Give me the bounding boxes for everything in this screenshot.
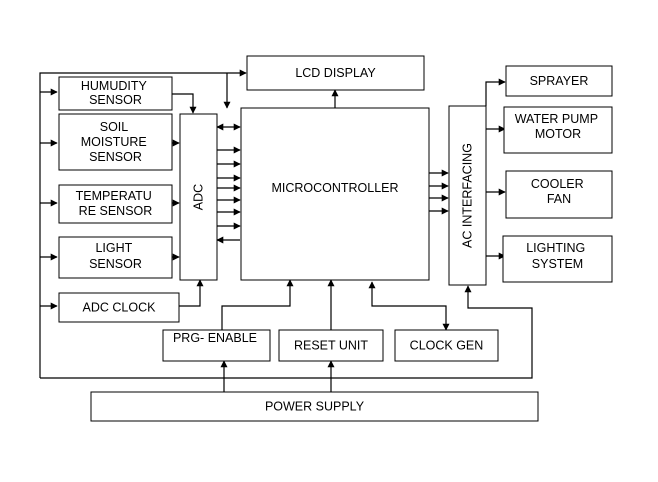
adc-block: ADC — [179, 113, 218, 281]
cooler-fan-block: COOLER FAN — [505, 170, 613, 219]
lcd-display-label: LCD DISPLAY — [295, 66, 376, 80]
ac-interfacing-block: AC INTERFACING — [448, 105, 487, 286]
water-pump-label-line1: WATER PUMP — [515, 112, 598, 126]
clock-gen-block: CLOCK GEN — [394, 329, 499, 362]
adc-clock-label: ADC CLOCK — [83, 301, 157, 315]
power-rail-left — [39, 69, 247, 378]
soil-moisture-label-line3: SENSOR — [89, 150, 142, 164]
humidity-to-adc — [172, 93, 197, 114]
power-rail-bottom — [40, 285, 533, 379]
power-supply-block: POWER SUPPLY — [90, 391, 539, 422]
sprayer-block: SPRAYER — [505, 65, 613, 97]
humidity-sensor-block: HUMUDITY SENSOR — [58, 76, 173, 111]
light-sensor-label-line1: LIGHT — [95, 241, 132, 255]
ac-interfacing-label: AC INTERFACING — [461, 143, 475, 248]
lcd-display-block: LCD DISPLAY — [246, 55, 425, 91]
humidity-sensor-label-line2: SENSOR — [89, 93, 142, 107]
prg-to-mcu — [221, 279, 294, 331]
water-pump-motor-block: WATER PUMP MOTOR — [503, 106, 613, 154]
soil-moisture-label-line1: SOIL — [100, 120, 129, 134]
svg-text:SOIL MOISTURE SENS: SOIL MOISTURE SENSOR — [81, 120, 150, 164]
adc-label: ADC — [192, 184, 206, 210]
soil-moisture-label-line2: MOISTURE — [81, 135, 147, 149]
temperature-sensor-block: TEMPERATU RE SENSOR — [58, 184, 173, 224]
clock-gen-label: CLOCK GEN — [410, 339, 484, 353]
reset-unit-block: RESET UNIT — [278, 329, 384, 362]
temperature-label-line2: RE SENSOR — [79, 204, 153, 218]
cooler-fan-label-line2: FAN — [547, 192, 571, 206]
svg-text:WATER PUMP MOTOR: WATER PUMP MOTOR — [515, 112, 602, 141]
cooler-fan-label-line1: COOLER — [531, 177, 584, 191]
svg-text:HUMUDITY SENSOR: HUMUDITY SENSOR — [81, 79, 150, 107]
humidity-sensor-label-line1: HUMUDITY — [81, 79, 148, 93]
adc-clock-to-adc — [179, 279, 204, 307]
ac-to-sprayer — [485, 78, 506, 106]
temperature-label-line1: TEMPERATU — [76, 189, 152, 203]
mcu-clock-gen-link — [368, 281, 450, 331]
svg-text:LIGHT SENSOR: LIGHT SENSOR — [89, 241, 142, 271]
svg-text:COOLER FAN: COOLER FAN — [531, 177, 587, 206]
reset-unit-label: RESET UNIT — [294, 339, 368, 353]
microcontroller-label: MICROCONTROLLER — [271, 181, 398, 195]
adc-clock-block: ADC CLOCK — [58, 292, 180, 323]
prg-enable-label: PRG- ENABLE — [173, 331, 257, 345]
lighting-system-block: LIGHTING SYSTEM — [502, 235, 613, 283]
power-supply-label: POWER SUPPLY — [265, 400, 365, 414]
svg-text:LIGHTING SYSTEM: LIGHTING SYSTEM — [526, 241, 589, 271]
soil-moisture-sensor-block: SOIL MOISTURE SENSOR — [58, 113, 173, 171]
microcontroller-block: MICROCONTROLLER — [240, 107, 430, 281]
prg-enable-block: PRG- ENABLE — [162, 329, 271, 362]
water-pump-label-line2: MOTOR — [535, 127, 581, 141]
lighting-system-label-line1: LIGHTING — [526, 241, 585, 255]
connections — [39, 69, 533, 392]
lighting-system-label-line2: SYSTEM — [532, 257, 583, 271]
svg-text:TEMPERATU RE SENSOR: TEMPERATU RE SENSOR — [76, 189, 156, 218]
sprayer-label: SPRAYER — [530, 74, 589, 88]
light-sensor-label-line2: SENSOR — [89, 257, 142, 271]
light-sensor-block: LIGHT SENSOR — [58, 236, 173, 279]
